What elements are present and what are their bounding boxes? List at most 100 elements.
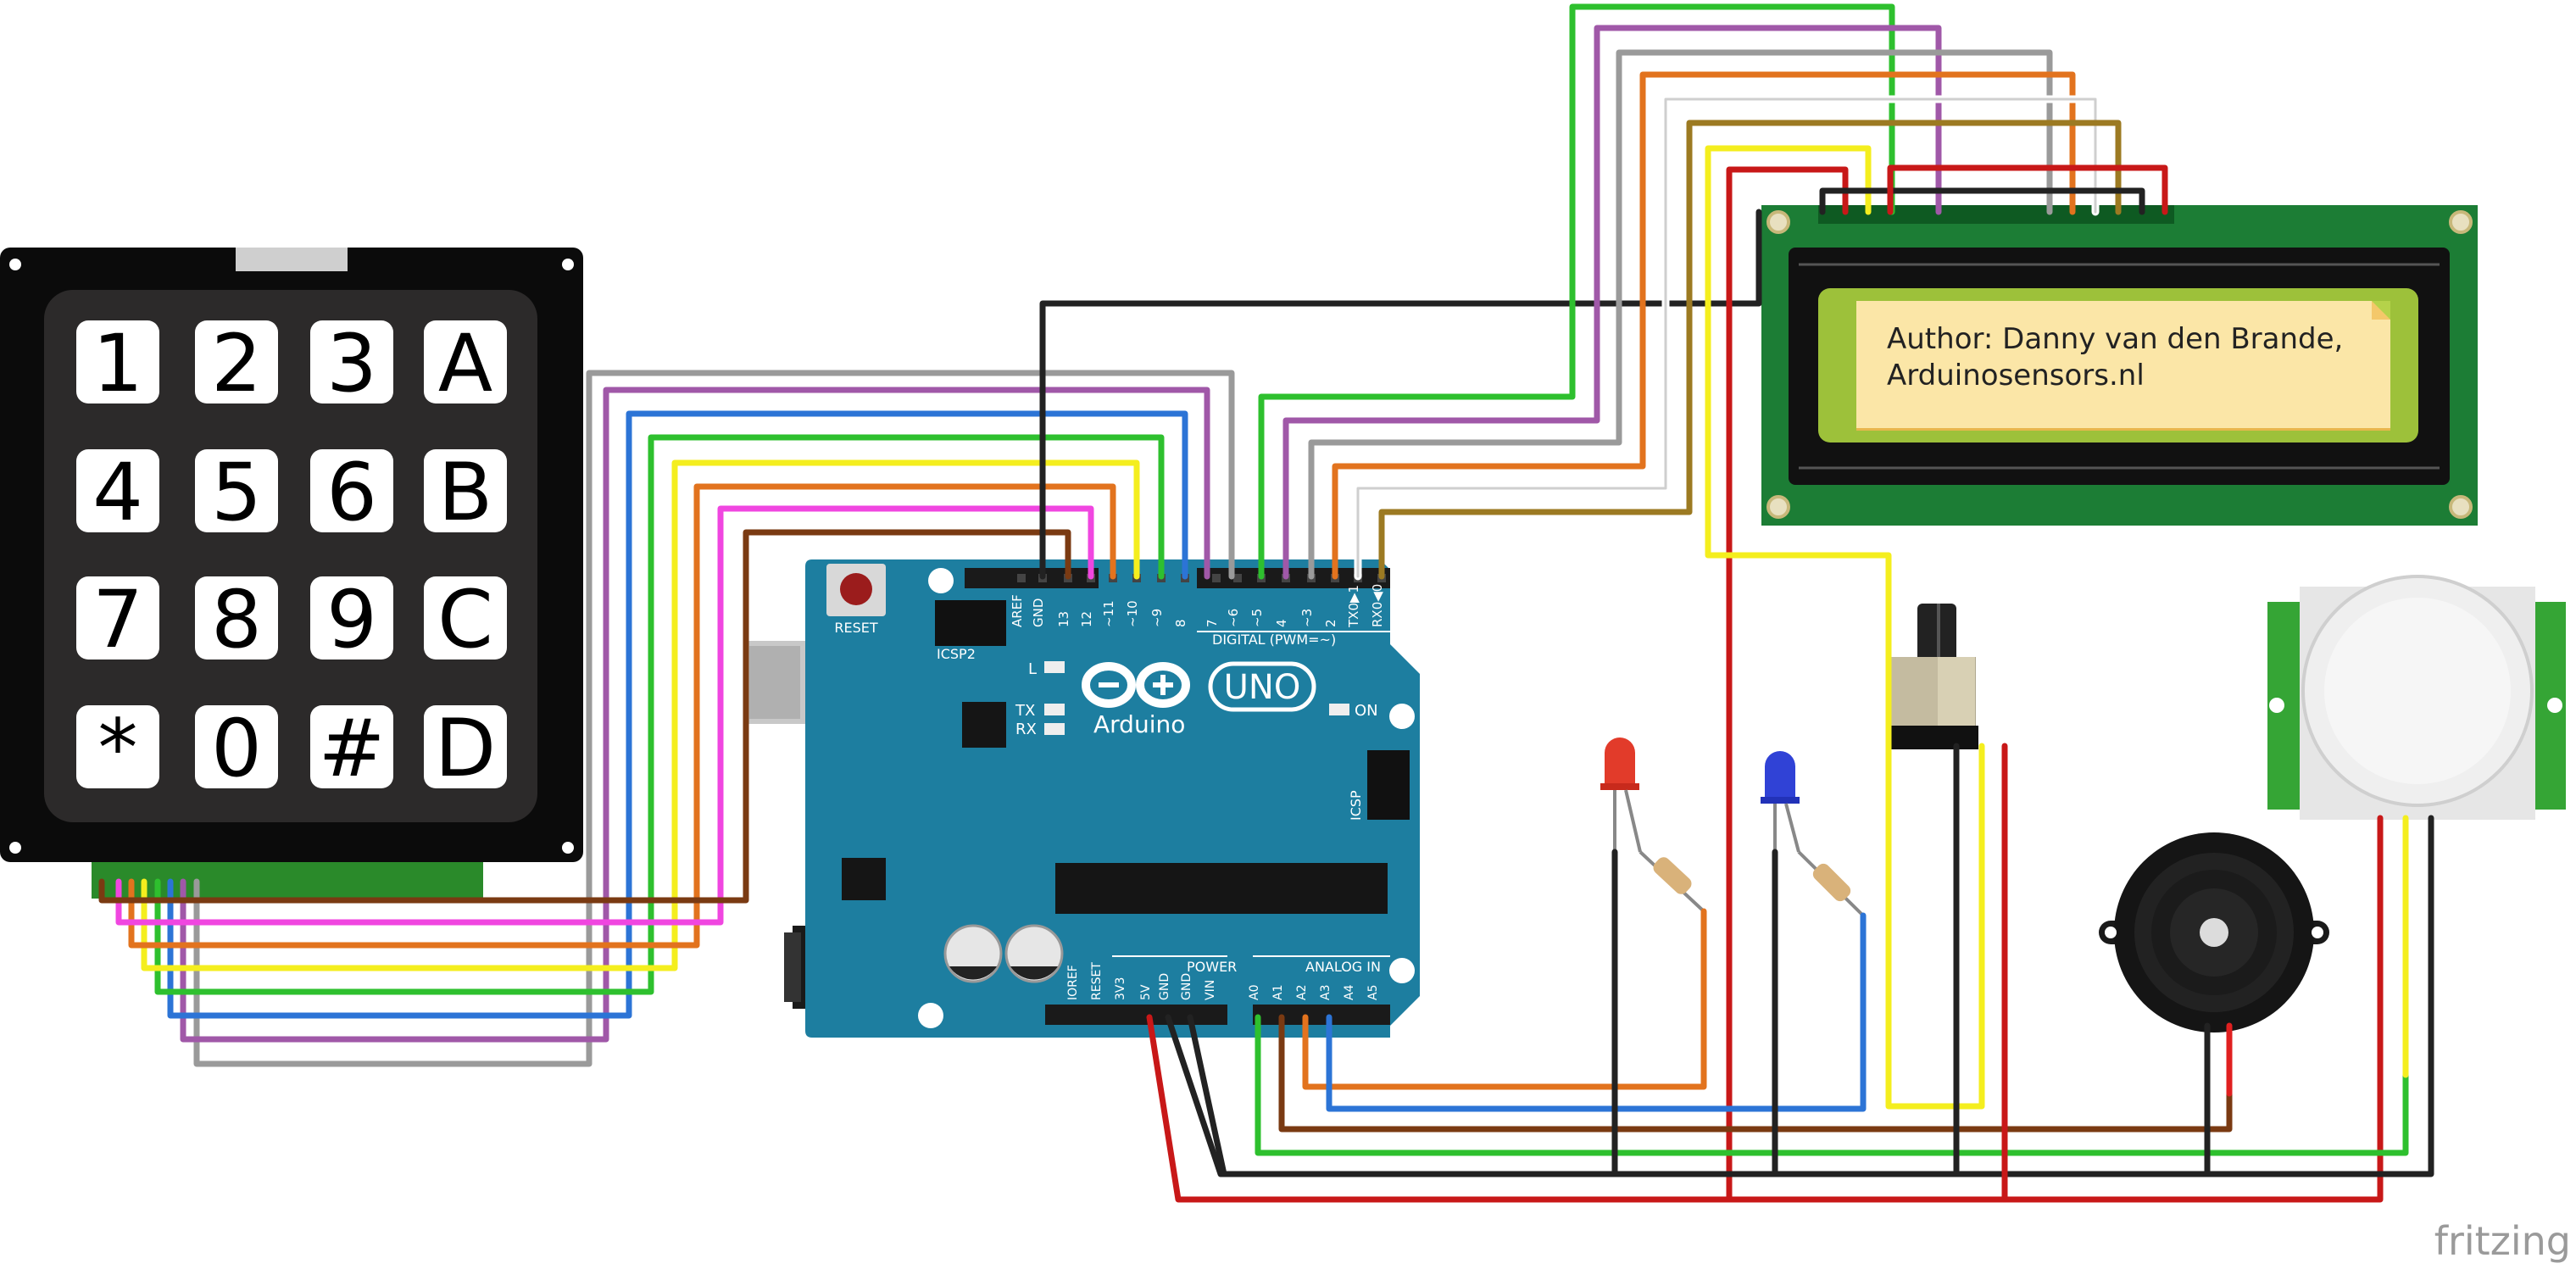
svg-text:1: 1	[92, 318, 143, 410]
svg-text:2: 2	[211, 318, 262, 410]
analog-pin-label: A5	[1366, 985, 1380, 1000]
analog-pin-label: A1	[1271, 985, 1285, 1000]
pin-label: 7	[1205, 619, 1220, 627]
svg-text:0: 0	[211, 703, 262, 795]
wires	[98, 3, 2434, 1203]
pin-label: 2	[1323, 619, 1338, 627]
keypad-face	[44, 290, 537, 822]
arduino-board	[805, 559, 1420, 1038]
svg-text:5: 5	[211, 447, 262, 539]
svg-text:*: *	[98, 703, 138, 795]
key-C[interactable]: C	[424, 574, 507, 666]
analog-pin-label: A2	[1295, 985, 1309, 1000]
power-pin-label: RESET	[1090, 962, 1104, 1000]
pin-label: RX0◀0	[1370, 584, 1385, 627]
svg-text:C: C	[437, 574, 493, 666]
led-on	[1329, 704, 1349, 715]
potentiometer	[1889, 604, 1978, 749]
svg-text:9: 9	[326, 574, 377, 666]
key-3[interactable]: 3	[310, 318, 393, 410]
key-6[interactable]: 6	[310, 447, 393, 539]
key-7[interactable]: 7	[76, 574, 159, 666]
author-note: Author: Danny van den Brande, Arduinosen…	[1856, 301, 2390, 428]
pin-label: GND	[1031, 598, 1046, 627]
mount-hole	[1389, 958, 1415, 983]
analog-pin-label: A4	[1343, 984, 1356, 1000]
arduino-brand: Arduino	[1093, 710, 1185, 738]
keypad-hole	[9, 259, 21, 270]
keypad-hole	[9, 842, 21, 854]
keypad-hole	[562, 842, 574, 854]
buzzer	[2099, 832, 2329, 1032]
pin-label: 8	[1173, 619, 1188, 627]
led-l	[1044, 661, 1065, 673]
usb-chip	[962, 702, 1006, 748]
resistor-red-led	[1639, 850, 1705, 913]
svg-text:ICSP: ICSP	[1348, 790, 1364, 821]
key-*[interactable]: *	[76, 703, 159, 795]
power-pin-label: IOREF	[1066, 965, 1080, 1000]
svg-text:A: A	[438, 318, 492, 410]
power-pin-label: VIN	[1204, 980, 1217, 1000]
digital-header-left	[965, 568, 1099, 588]
pin-label: ~3	[1299, 609, 1315, 627]
svg-text:6: 6	[326, 447, 377, 539]
reset-button-cap[interactable]	[840, 573, 872, 605]
fritzing-watermark: fritzing	[2434, 1218, 2571, 1264]
blue-led	[1761, 751, 1800, 853]
svg-text:8: 8	[211, 574, 262, 666]
red-led	[1600, 737, 1642, 853]
pin-label: ~9	[1149, 609, 1165, 627]
key-4[interactable]: 4	[76, 447, 159, 539]
key-D[interactable]: D	[424, 703, 507, 795]
key-A[interactable]: A	[424, 318, 507, 410]
pir-sensor	[2267, 575, 2566, 820]
pin-label: ~5	[1249, 609, 1265, 627]
keypad-hole	[562, 259, 574, 270]
svg-text:RX: RX	[1015, 721, 1037, 738]
key-9[interactable]: 9	[310, 574, 393, 666]
key-2[interactable]: 2	[195, 318, 278, 410]
svg-text:L: L	[1028, 660, 1037, 678]
svg-text:POWER: POWER	[1187, 959, 1237, 975]
analog-pin-label: A0	[1248, 985, 1261, 1000]
key-1[interactable]: 1	[76, 318, 159, 410]
svg-text:TX: TX	[1015, 702, 1035, 720]
atmega-chip	[1055, 863, 1388, 914]
pin-label: 13	[1056, 611, 1071, 627]
icsp-header	[1367, 750, 1410, 820]
power-pin-label: GND	[1158, 973, 1171, 1000]
power-pin-label: 3V3	[1114, 977, 1127, 1000]
mount-hole	[1389, 704, 1415, 729]
icsp2-label: ICSP2	[937, 646, 976, 662]
key-#[interactable]: #	[310, 703, 393, 795]
resistor-blue-led	[1797, 850, 1865, 917]
note-line-2: Arduinosensors.nl	[1887, 359, 2145, 392]
power-pin-label: GND	[1180, 973, 1193, 1000]
pin-label: 12	[1079, 611, 1094, 627]
icsp2-header	[935, 600, 1006, 646]
svg-text:4: 4	[92, 447, 143, 539]
note-line-1: Author: Danny van den Brande,	[1887, 322, 2344, 356]
reset-label: RESET	[834, 620, 877, 636]
led-rx	[1044, 723, 1065, 735]
svg-text:#: #	[319, 703, 386, 795]
key-8[interactable]: 8	[195, 574, 278, 666]
svg-text:ON: ON	[1355, 702, 1378, 720]
analog-pin-label: A3	[1319, 985, 1333, 1000]
svg-text:D: D	[435, 703, 496, 795]
led-tx	[1044, 704, 1065, 715]
arduino-logo	[1082, 661, 1316, 712]
mount-hole	[918, 1003, 943, 1028]
svg-text:B: B	[438, 447, 493, 539]
svg-text:7: 7	[92, 574, 143, 666]
svg-text:3: 3	[326, 318, 377, 410]
key-0[interactable]: 0	[195, 703, 278, 795]
key-5[interactable]: 5	[195, 447, 278, 539]
analog-header	[1253, 1005, 1390, 1025]
key-B[interactable]: B	[424, 447, 507, 539]
digital-label: DIGITAL (PWM=~)	[1212, 632, 1336, 648]
